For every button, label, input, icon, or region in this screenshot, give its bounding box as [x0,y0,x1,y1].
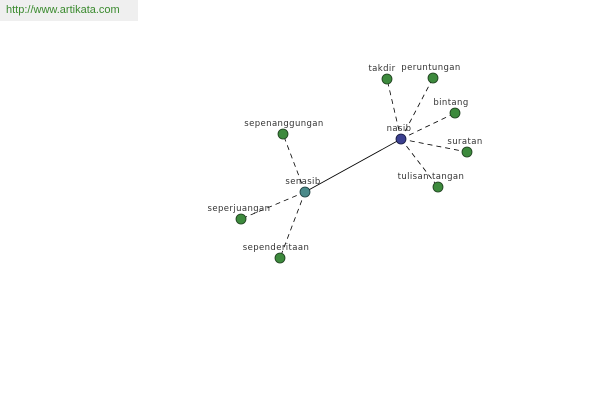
edge-senasib-seperjuangan [240,191,306,220]
edge-senasib-sependeritaan [279,191,306,259]
edge-nasib-peruntungan [400,77,434,140]
edge-nasib-takdir [386,78,402,140]
node-senasib[interactable] [299,186,311,198]
label-peruntungan: peruntungan [401,63,460,73]
node-takdir[interactable] [381,73,393,85]
label-takdir: takdir [368,64,395,74]
edge-nasib-bintang [400,112,456,140]
label-sependeritaan: sependeritaan [243,243,310,253]
label-senasib: senasib [285,177,320,187]
node-tulisan-tangan[interactable] [432,181,444,193]
label-bintang: bintang [433,98,468,108]
node-suratan[interactable] [461,146,473,158]
node-bintang[interactable] [449,107,461,119]
label-sepenanggungan: sepenanggungan [244,119,323,129]
site-banner: http://www.artikata.com [0,0,138,21]
label-nasib: nasib [387,124,412,134]
node-peruntungan[interactable] [427,72,439,84]
site-link[interactable]: http://www.artikata.com [6,4,120,16]
node-sependeritaan[interactable] [274,252,286,264]
edge-nasib-senasib [304,138,402,193]
node-sepenanggungan[interactable] [277,128,289,140]
node-nasib[interactable] [395,133,407,145]
node-seperjuangan[interactable] [235,213,247,225]
edge-senasib-sepenanggungan [282,133,306,193]
edge-nasib-suratan [400,138,468,153]
label-suratan: suratan [447,137,482,147]
label-seperjuangan: seperjuangan [208,204,271,214]
edge-nasib-tulisan-tangan [400,138,439,188]
label-tulisan-tangan: tulisan tangan [398,172,465,182]
